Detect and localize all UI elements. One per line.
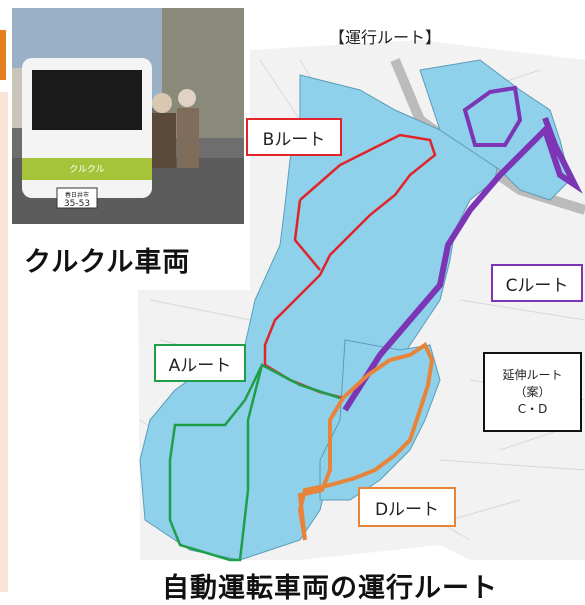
route-a-line xyxy=(168,363,341,562)
route-a-label: Aルート xyxy=(154,344,246,382)
route-c-loop xyxy=(462,85,523,147)
extension-line-2: （案） xyxy=(514,384,551,399)
route-b-label: Bルート xyxy=(246,118,342,156)
route-d-label: Dルート xyxy=(358,487,456,527)
accent-strip xyxy=(0,30,6,80)
svg-text:35-53: 35-53 xyxy=(64,199,90,209)
vehicle-photo: 春日井市 35-53 クルクル xyxy=(12,8,244,224)
vehicle-caption: クルクル車両 xyxy=(24,247,191,278)
route-d-line xyxy=(297,342,435,541)
extension-route-label: 延伸ルート （案） C・D xyxy=(483,352,582,432)
bottom-caption: 自動運転車両の運行ルート xyxy=(162,573,498,604)
service-area xyxy=(139,59,571,561)
extension-line-1: 延伸ルート xyxy=(502,367,563,382)
route-c-label: Cルート xyxy=(491,264,583,302)
svg-text:春日井市: 春日井市 xyxy=(65,191,89,199)
side-strip xyxy=(0,92,8,592)
extension-line-3: C・D xyxy=(517,401,548,416)
route-c-line xyxy=(342,116,583,412)
route-b-line-2 xyxy=(293,199,321,271)
map-title: 【運行ルート】 xyxy=(328,28,441,47)
svg-text:クルクル: クルクル xyxy=(69,164,104,175)
